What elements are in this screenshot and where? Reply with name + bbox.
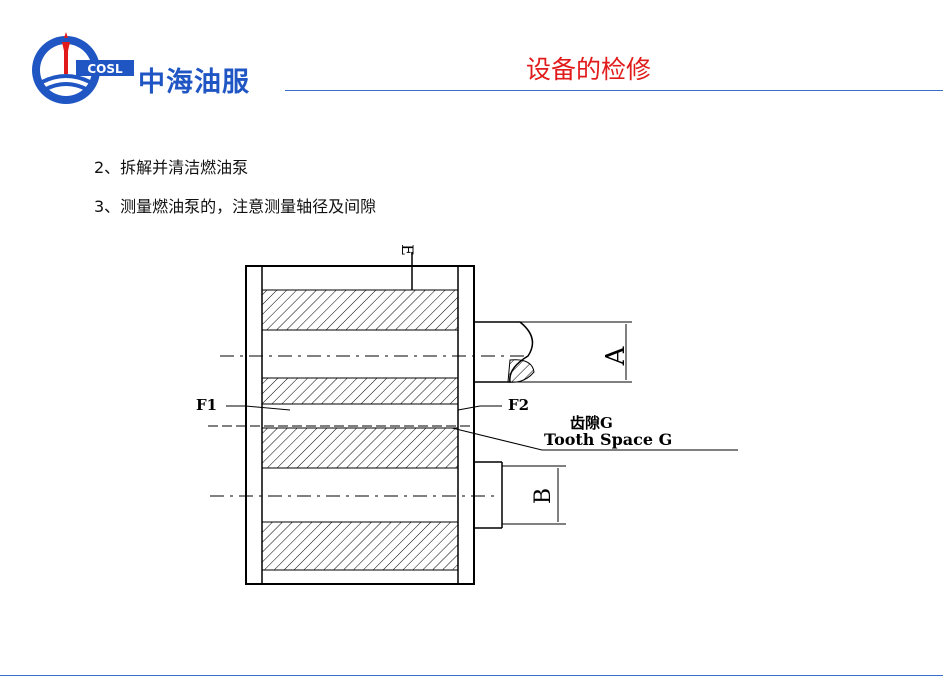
logo-text: COSL — [87, 62, 123, 76]
label-f1: F1 — [196, 396, 217, 414]
label-f2: F2 — [508, 396, 529, 414]
label-e: E — [398, 244, 417, 256]
dimension-label-a: A — [601, 345, 631, 366]
label-tooth-space-en: Tooth Space G — [544, 430, 672, 449]
list-item: 2、拆解并清洁燃油泵 — [94, 158, 249, 177]
content-list: 2、拆解并清洁燃油泵 3、测量燃油泵的，注意测量轴径及间隙 — [94, 148, 376, 226]
slide-title: 设备的检修 — [526, 55, 652, 84]
footer-divider — [0, 675, 943, 676]
dimension-label-b: B — [531, 488, 556, 504]
brand-name: 中海油服 — [138, 67, 250, 98]
fuel-pump-drawing: A B E F1 F2 齿隙G Tooth Space G — [190, 238, 750, 588]
label-tooth-space-cn: 齿隙G — [570, 414, 613, 432]
list-item: 3、测量燃油泵的，注意测量轴径及间隙 — [94, 197, 377, 216]
header-divider — [285, 90, 943, 91]
company-logo: COSL — [28, 30, 138, 110]
